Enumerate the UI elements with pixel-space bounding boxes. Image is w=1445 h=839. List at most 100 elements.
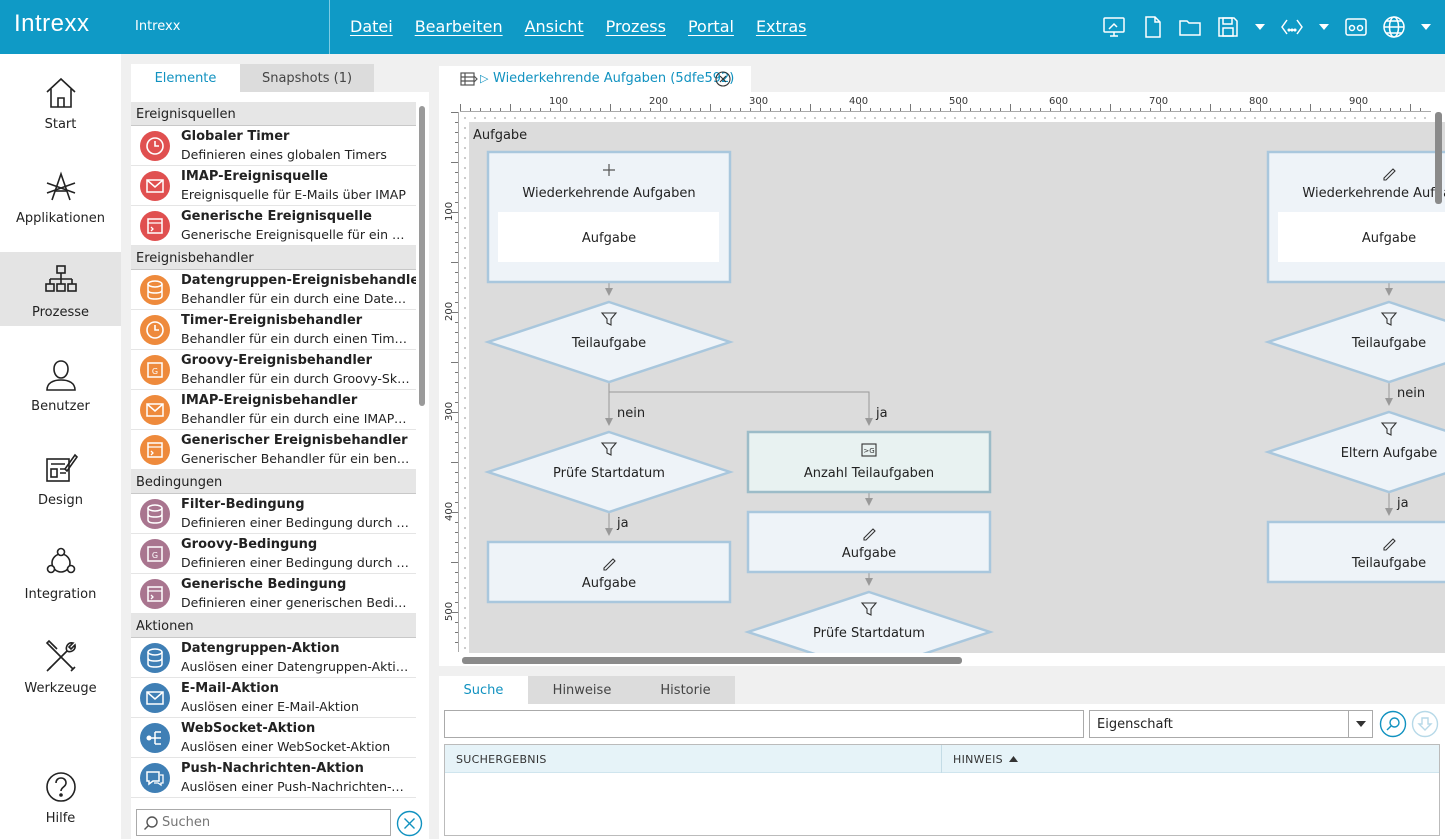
ruler-tick — [840, 108, 841, 111]
element-description: Auslösen einer WebSocket-Aktion — [181, 739, 391, 754]
open-folder-button[interactable] — [1173, 10, 1207, 44]
element-description: Generische Ereignisquelle für ein bestim… — [181, 227, 411, 242]
action-aufgabe-middle-label: Aufgabe — [842, 546, 896, 561]
condition-pruefe-startdatum-2[interactable]: Prüfe Startdatum — [744, 590, 994, 653]
property-dropdown-toggle[interactable] — [1348, 711, 1372, 737]
action-aufgabe-middle[interactable]: Aufgabe — [746, 510, 992, 574]
search-button[interactable] — [1379, 710, 1407, 738]
event-node-right[interactable]: Wiederkehrende Aufgaben Aufgabe — [1266, 150, 1445, 284]
action-teilaufgabe-right-label: Teilaufgabe — [1351, 556, 1426, 571]
nav-applikationen-label: Applikationen — [15, 211, 106, 226]
canvas-horizontal-scrollbar[interactable] — [462, 657, 962, 664]
ruler-tick — [455, 522, 458, 523]
nav-werkzeuge[interactable]: Werkzeuge — [0, 628, 121, 702]
ruler-tick — [455, 252, 458, 253]
nav-benutzer[interactable]: Benutzer — [0, 346, 121, 420]
event-node-left[interactable]: Wiederkehrende Aufgaben Aufgabe — [486, 150, 732, 284]
col-hinweis[interactable]: HINWEIS — [953, 753, 1003, 766]
element-title: IMAP-Ereignisquelle — [181, 169, 328, 184]
tab-elemente[interactable]: Elemente — [131, 64, 240, 92]
condition-teilaufgabe-right[interactable]: Teilaufgabe — [1264, 300, 1445, 384]
category-header[interactable]: Bedingungen — [131, 470, 416, 494]
nav-applikationen[interactable]: Applikationen — [0, 158, 121, 232]
code-button[interactable] — [1275, 10, 1309, 44]
menu-extras[interactable]: Extras — [755, 17, 807, 36]
websocket-icon — [140, 723, 170, 753]
column-divider[interactable] — [941, 745, 942, 773]
ruler-h-label: 600 — [1049, 96, 1069, 107]
groovy-action-anzahl[interactable]: >G Anzahl Teilaufgaben — [746, 430, 992, 494]
ruler-tick — [760, 104, 761, 111]
ruler-tick — [550, 108, 551, 111]
ruler-tick — [451, 312, 458, 313]
ruler-tick — [455, 222, 458, 223]
language-dropdown-button[interactable] — [1415, 10, 1437, 44]
search-input[interactable] — [444, 710, 1084, 738]
save-button[interactable] — [1211, 10, 1245, 44]
tab-hinweise[interactable]: Hinweise — [528, 676, 636, 704]
col-suchergebnis[interactable]: SUCHERGEBNIS — [456, 753, 547, 766]
nav-prozesse[interactable]: Prozesse — [0, 252, 121, 326]
nav-start[interactable]: Start — [0, 64, 121, 138]
ruler-h-label: 500 — [949, 96, 969, 107]
ruler-tick — [560, 104, 561, 111]
menu-ansicht[interactable]: Ansicht — [524, 17, 584, 36]
editor-tab-process[interactable]: ▷ Wiederkehrende Aufgaben (5dfe592) — [439, 66, 751, 92]
category-header[interactable]: Ereignisbehandler — [131, 246, 416, 270]
tab-snapshots[interactable]: Snapshots (1) — [240, 64, 374, 92]
save-dropdown-button[interactable] — [1249, 10, 1271, 44]
ruler-tick — [1290, 108, 1291, 111]
tab-suche[interactable]: Suche — [439, 676, 528, 704]
menu-prozess[interactable]: Prozess — [605, 17, 666, 36]
nav-hilfe[interactable]: Hilfe — [0, 758, 121, 832]
menu-datei[interactable]: Datei — [350, 17, 393, 36]
nav-integration[interactable]: Integration — [0, 534, 121, 608]
ruler-tick — [1140, 108, 1141, 111]
element-title: IMAP-Ereignisbehandler — [181, 393, 358, 408]
condition-eltern-aufgabe[interactable]: Eltern Aufgabe — [1264, 410, 1445, 494]
menu-bearbeiten[interactable]: Bearbeiten — [414, 17, 503, 36]
condition-teilaufgabe[interactable]: Teilaufgabe — [484, 300, 734, 384]
close-tab-icon[interactable] — [715, 71, 731, 87]
menu-portal[interactable]: Portal — [687, 17, 734, 36]
language-button[interactable] — [1377, 10, 1411, 44]
ruler-tick — [455, 642, 458, 643]
code-dropdown-button[interactable] — [1313, 10, 1335, 44]
canvas-vertical-scrollbar[interactable] — [1435, 112, 1442, 204]
ruler-tick — [1070, 108, 1071, 111]
next-result-button[interactable] — [1411, 710, 1439, 738]
tab-historie[interactable]: Historie — [636, 676, 735, 704]
elements-scrollbar[interactable] — [419, 106, 425, 406]
clear-search-icon[interactable] — [396, 810, 423, 837]
portal-preview-button[interactable] — [1097, 10, 1131, 44]
category-header[interactable]: Aktionen — [131, 614, 416, 638]
nav-design[interactable]: Design — [0, 440, 121, 514]
category-header[interactable]: Ereignisquellen — [131, 102, 416, 126]
ruler-tick — [520, 108, 521, 111]
elements-search-input[interactable] — [162, 813, 382, 832]
deploy-button[interactable] — [1339, 10, 1373, 44]
action-aufgabe-left[interactable]: Aufgabe — [486, 540, 732, 604]
ruler-tick — [451, 562, 458, 563]
condition-pruefe-startdatum[interactable]: Prüfe Startdatum — [484, 430, 734, 514]
new-file-button[interactable] — [1135, 10, 1169, 44]
action-teilaufgabe-right[interactable]: Teilaufgabe — [1266, 520, 1445, 584]
sort-ascending-icon[interactable] — [1009, 756, 1018, 762]
property-select[interactable]: Eigenschaft — [1089, 710, 1373, 738]
